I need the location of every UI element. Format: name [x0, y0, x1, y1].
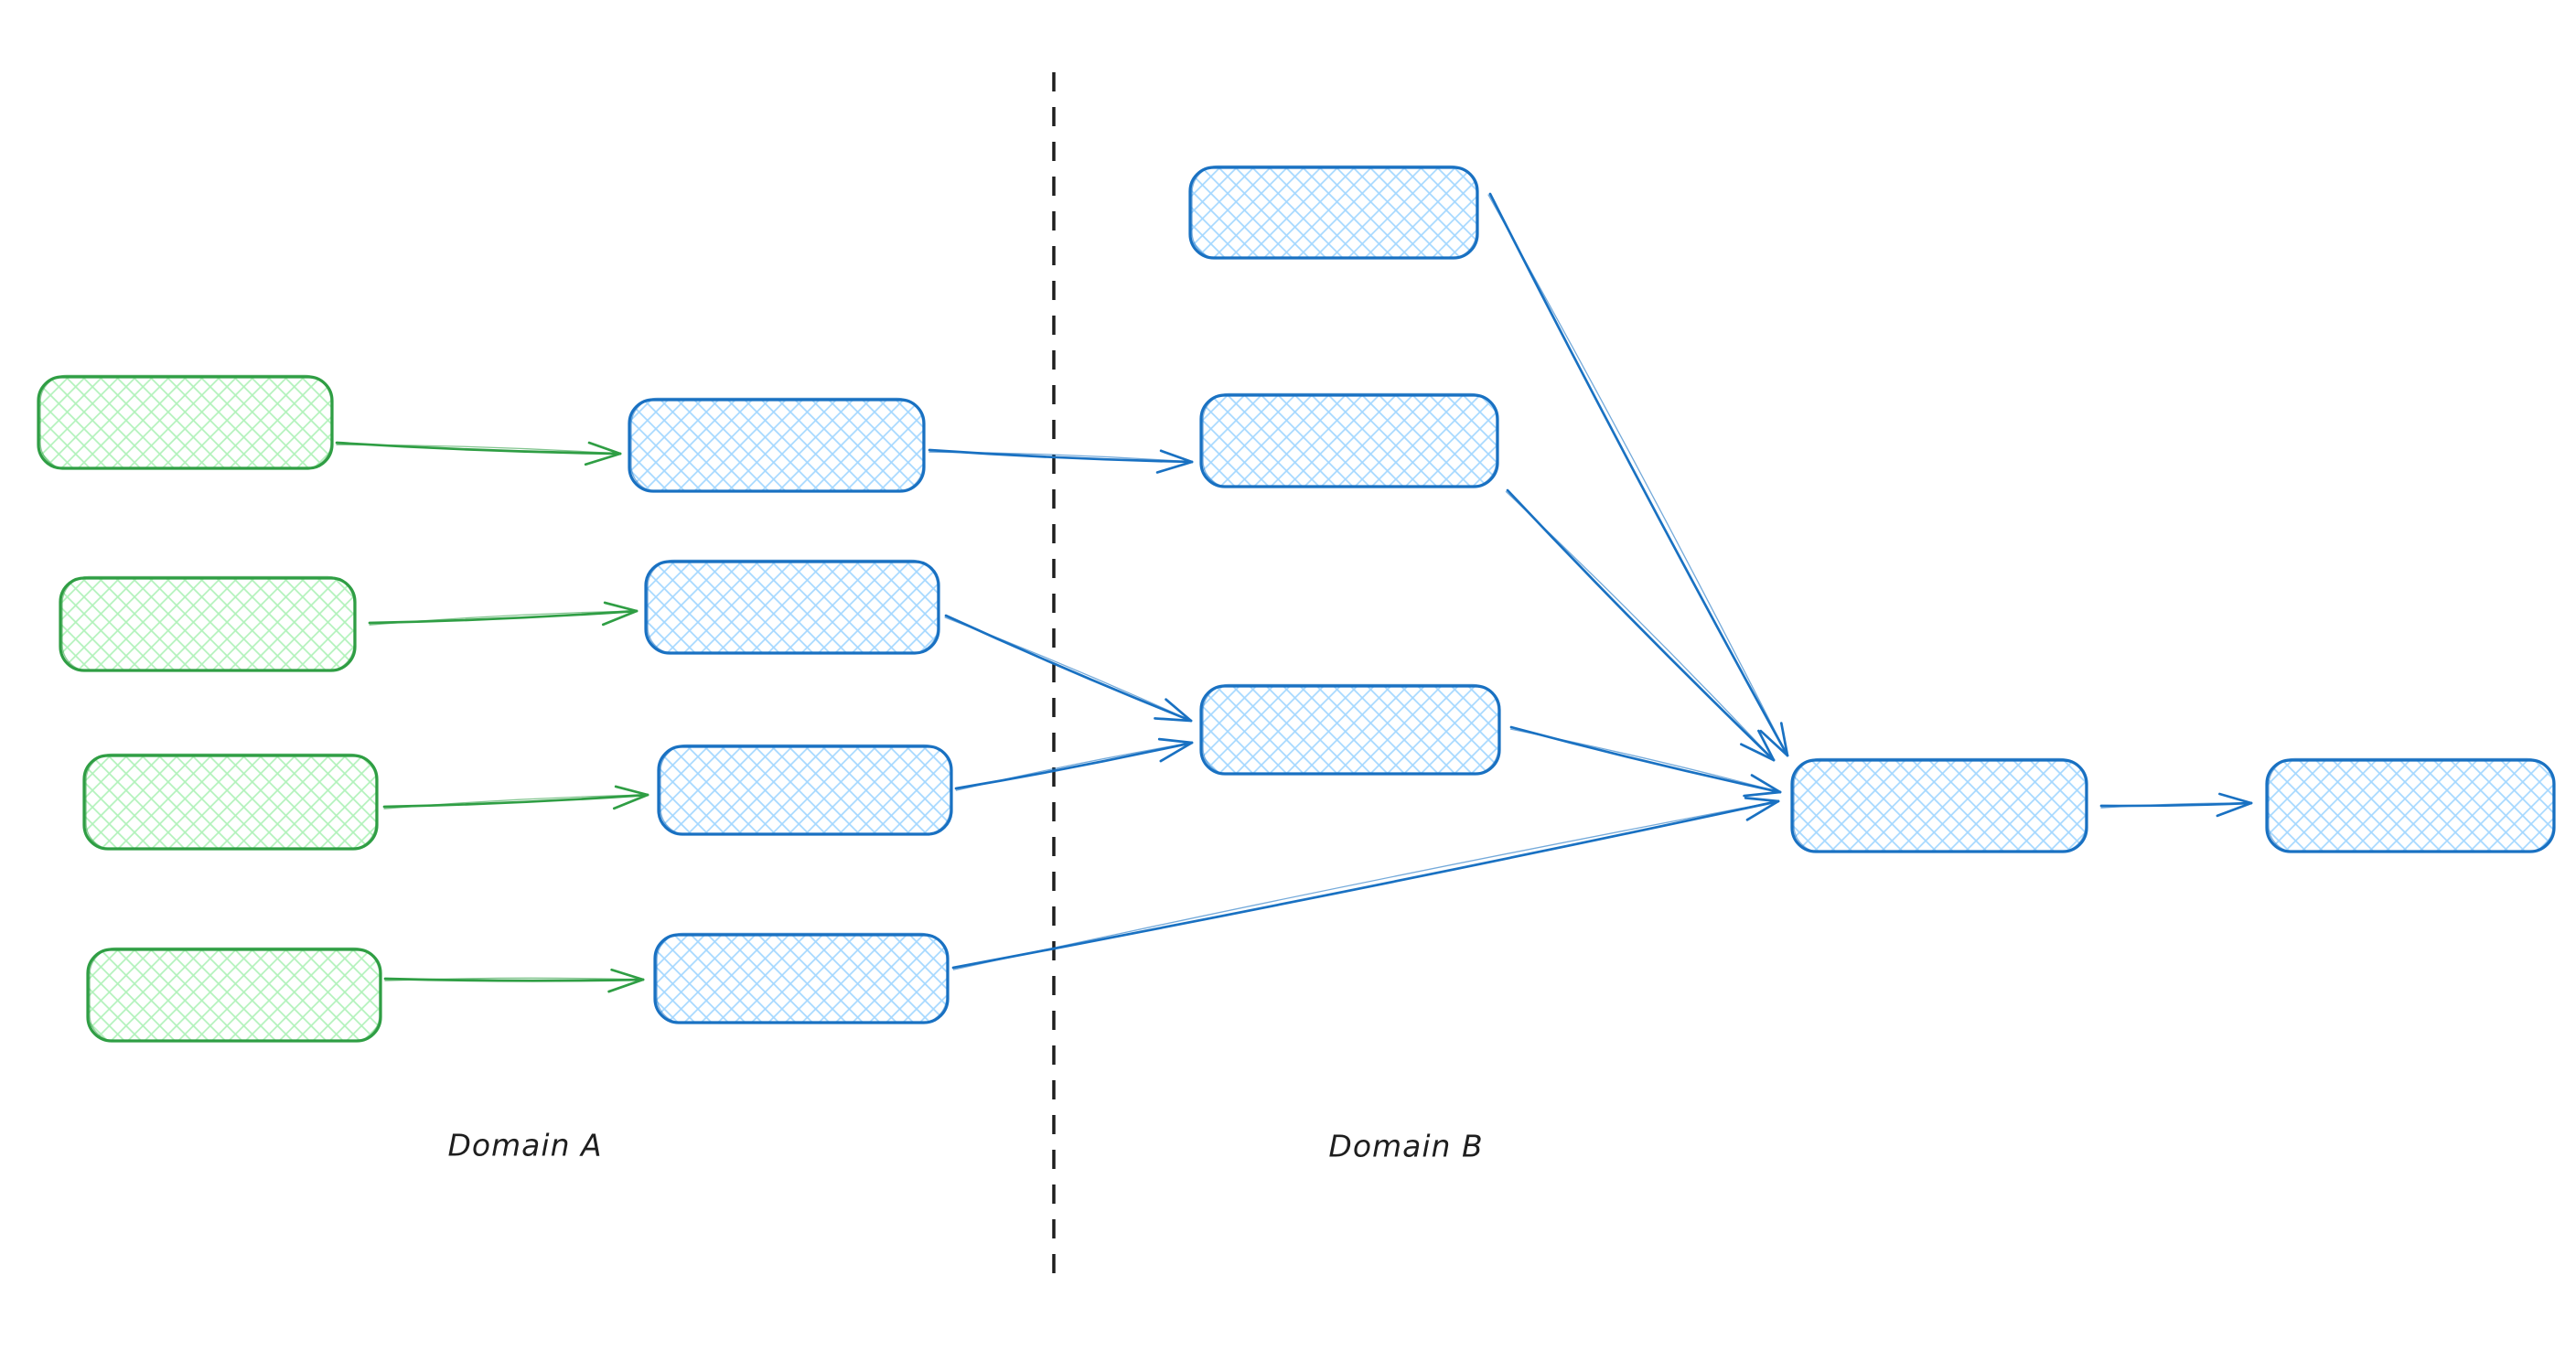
edge-stage2-blower[interactable]: [944, 614, 1193, 723]
node-b-output[interactable]: [2265, 757, 2556, 853]
edge-btop-bmerge[interactable]: [1487, 192, 1789, 757]
edge-input4-stage4[interactable]: [383, 968, 645, 993]
node-a-input-3[interactable]: [82, 753, 379, 851]
node-a-stage-3[interactable]: [657, 744, 953, 836]
node-a-input-1[interactable]: [37, 374, 334, 470]
edge-bmerge-boutput[interactable]: [2099, 792, 2253, 818]
domain-b-label[interactable]: Domain B: [1328, 1128, 1484, 1164]
edge-input2-stage2[interactable]: [368, 601, 639, 627]
edge-blower-bmerge[interactable]: [1509, 725, 1782, 798]
edge-stage3-blower[interactable]: [954, 737, 1194, 791]
edge-input1-stage1[interactable]: [335, 441, 622, 466]
node-a-input-2[interactable]: [59, 575, 357, 672]
node-a-stage-4[interactable]: [653, 932, 950, 1024]
node-b-top[interactable]: [1188, 165, 1479, 260]
edge-bmid-bmerge[interactable]: [1505, 488, 1776, 762]
edge-stage1-bmid[interactable]: [928, 448, 1194, 474]
node-a-stage-2[interactable]: [644, 559, 940, 655]
domain-a-label[interactable]: Domain A: [447, 1127, 603, 1163]
edge-input3-stage3[interactable]: [382, 785, 649, 810]
node-b-lower[interactable]: [1199, 683, 1501, 776]
node-b-mid[interactable]: [1199, 392, 1499, 488]
edge-stage4-bmerge[interactable]: [951, 797, 1780, 970]
node-b-merge[interactable]: [1790, 757, 2088, 853]
node-a-input-4[interactable]: [86, 947, 382, 1043]
node-a-stage-1[interactable]: [628, 397, 926, 493]
